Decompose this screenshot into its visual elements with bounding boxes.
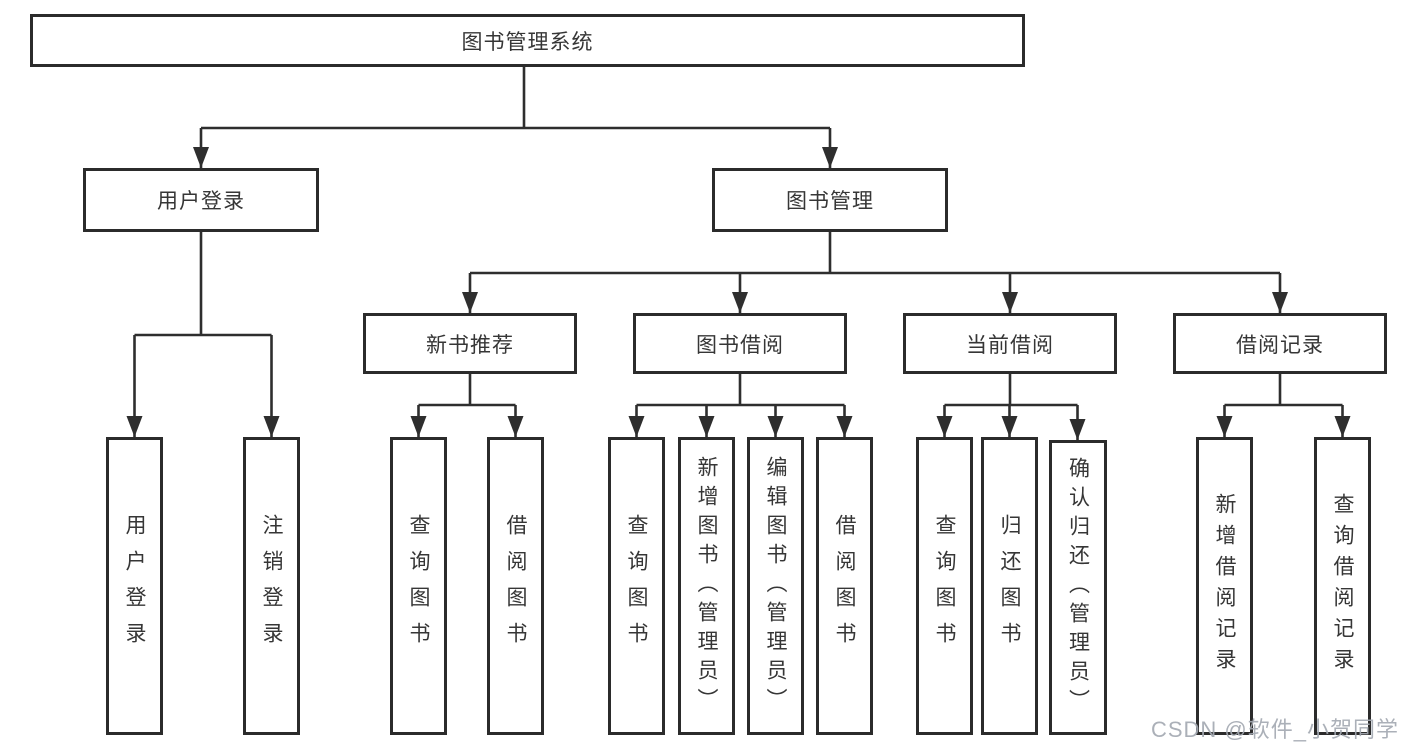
node-borrow-books-borrowing: 借阅图书	[816, 437, 873, 735]
node-label: 借阅图书	[833, 514, 856, 658]
node-label: 用户登录	[157, 190, 245, 213]
node-user-login: 用户登录	[106, 437, 163, 735]
node-label: 归还图书	[998, 514, 1021, 658]
node-edit-books-admin: 编辑图书（管理员）	[747, 437, 804, 735]
node-label: 图书管理	[786, 190, 874, 213]
node-label: 图书借阅	[696, 333, 784, 357]
node-new-book-recommendation: 新书推荐	[363, 313, 577, 374]
node-label: 注销登录	[260, 514, 283, 658]
csdn-watermark: CSDN @软件_小贺同学	[1150, 717, 1399, 742]
node-add-books-admin: 新增图书（管理员）	[678, 437, 735, 735]
node-label: 查询图书	[625, 514, 648, 658]
node-borrowing-records: 借阅记录	[1173, 313, 1387, 374]
node-label: 借阅记录	[1236, 333, 1324, 357]
node-logout: 注销登录	[243, 437, 300, 735]
node-label: 图书管理系统	[461, 30, 594, 54]
node-label: 新增借阅记录	[1213, 493, 1236, 679]
node-library-management-system: 图书管理系统	[30, 14, 1025, 67]
node-query-books-borrowing: 查询图书	[608, 437, 665, 735]
node-label: 查询图书	[407, 514, 430, 658]
node-book-management: 图书管理	[712, 168, 948, 232]
node-user-login-group: 用户登录	[83, 168, 319, 232]
node-label: 新增图书（管理员）	[695, 455, 718, 717]
node-label: 当前借阅	[966, 333, 1054, 357]
node-label: 确认归还（管理员）	[1066, 457, 1090, 718]
node-label: 查询借阅记录	[1331, 493, 1354, 679]
node-label: 查询图书	[933, 514, 956, 658]
node-label: 新书推荐	[426, 333, 514, 357]
node-book-borrowing: 图书借阅	[633, 313, 847, 374]
node-add-borrow-record: 新增借阅记录	[1196, 437, 1253, 735]
node-borrow-books-recommend: 借阅图书	[487, 437, 544, 735]
node-query-books-current: 查询图书	[916, 437, 973, 735]
node-query-borrow-record: 查询借阅记录	[1314, 437, 1371, 735]
node-return-books: 归还图书	[981, 437, 1038, 735]
node-label: 借阅图书	[504, 514, 527, 658]
node-query-books-recommend: 查询图书	[390, 437, 447, 735]
node-confirm-return-admin: 确认归还（管理员）	[1049, 440, 1107, 735]
node-label: 用户登录	[123, 514, 146, 658]
node-label: 编辑图书（管理员）	[764, 455, 787, 717]
node-current-borrowing: 当前借阅	[903, 313, 1117, 374]
